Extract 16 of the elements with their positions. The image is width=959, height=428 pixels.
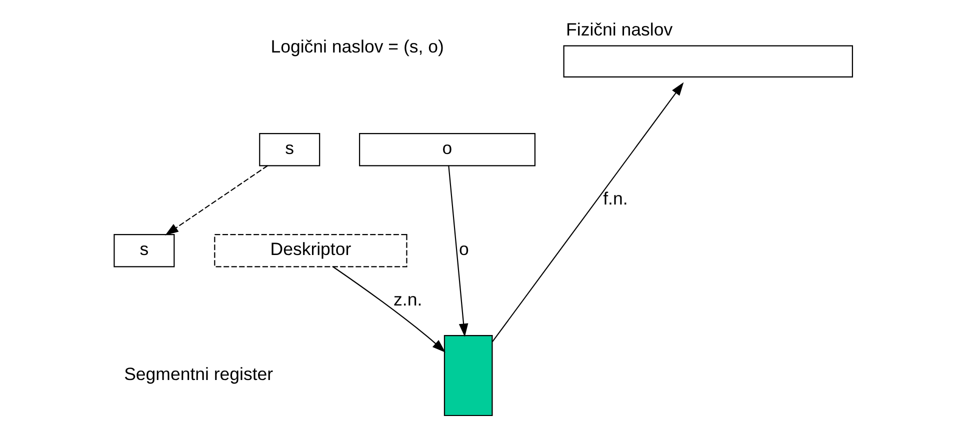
node-box: s bbox=[258, 132, 320, 166]
node-box bbox=[443, 335, 492, 416]
label: Logični naslov = (s, o) bbox=[270, 36, 444, 56]
node-box: s bbox=[113, 234, 174, 268]
node-box: o bbox=[358, 132, 535, 166]
arrow bbox=[492, 82, 684, 342]
node-box bbox=[562, 45, 853, 78]
node-box: Deskriptor bbox=[214, 234, 407, 268]
edge-label: o bbox=[458, 238, 468, 259]
edge-label: f.n. bbox=[602, 188, 628, 208]
arrow bbox=[332, 266, 445, 352]
label: Segmentni register bbox=[124, 364, 273, 384]
node-label: Fizični naslov bbox=[566, 20, 672, 40]
arrow bbox=[448, 166, 468, 337]
edge-label: z.n. bbox=[393, 289, 422, 310]
arrow bbox=[164, 165, 268, 236]
